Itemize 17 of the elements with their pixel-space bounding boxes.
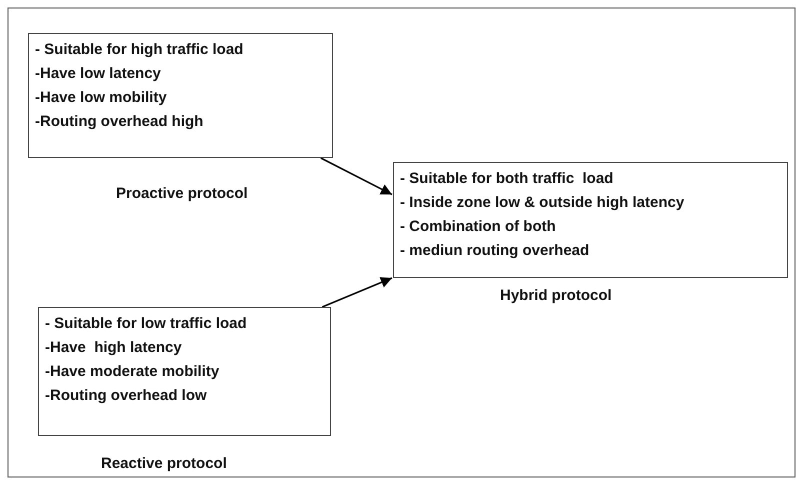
bullet-text: - mediun routing overhead bbox=[400, 241, 590, 261]
bullet-text: -Routing overhead high bbox=[35, 112, 204, 132]
bullet-text: -Routing overhead low bbox=[45, 386, 208, 406]
protocol-heading: Hybrid protocol bbox=[500, 287, 612, 304]
bullet-text: - Combination of both bbox=[400, 217, 557, 237]
bullet-text: - Suitable for low traffic load bbox=[45, 314, 248, 334]
arrow bbox=[322, 277, 392, 308]
bullet-text: -Have low latency bbox=[35, 64, 162, 84]
bullet-text: -Have high latency bbox=[45, 338, 183, 358]
arrow bbox=[320, 157, 392, 196]
bullet-text: - Suitable for high traffic load bbox=[35, 40, 244, 60]
bullet-text: -Have low mobility bbox=[35, 88, 168, 108]
protocol-heading: Proactive protocol bbox=[116, 185, 248, 202]
bullet-text: - Inside zone low & outside high latency bbox=[400, 193, 686, 213]
bullet-text: -Have moderate mobility bbox=[45, 362, 220, 382]
bullet-text: - Suitable for both traffic load bbox=[400, 169, 614, 189]
protocol-heading: Reactive protocol bbox=[101, 455, 227, 472]
